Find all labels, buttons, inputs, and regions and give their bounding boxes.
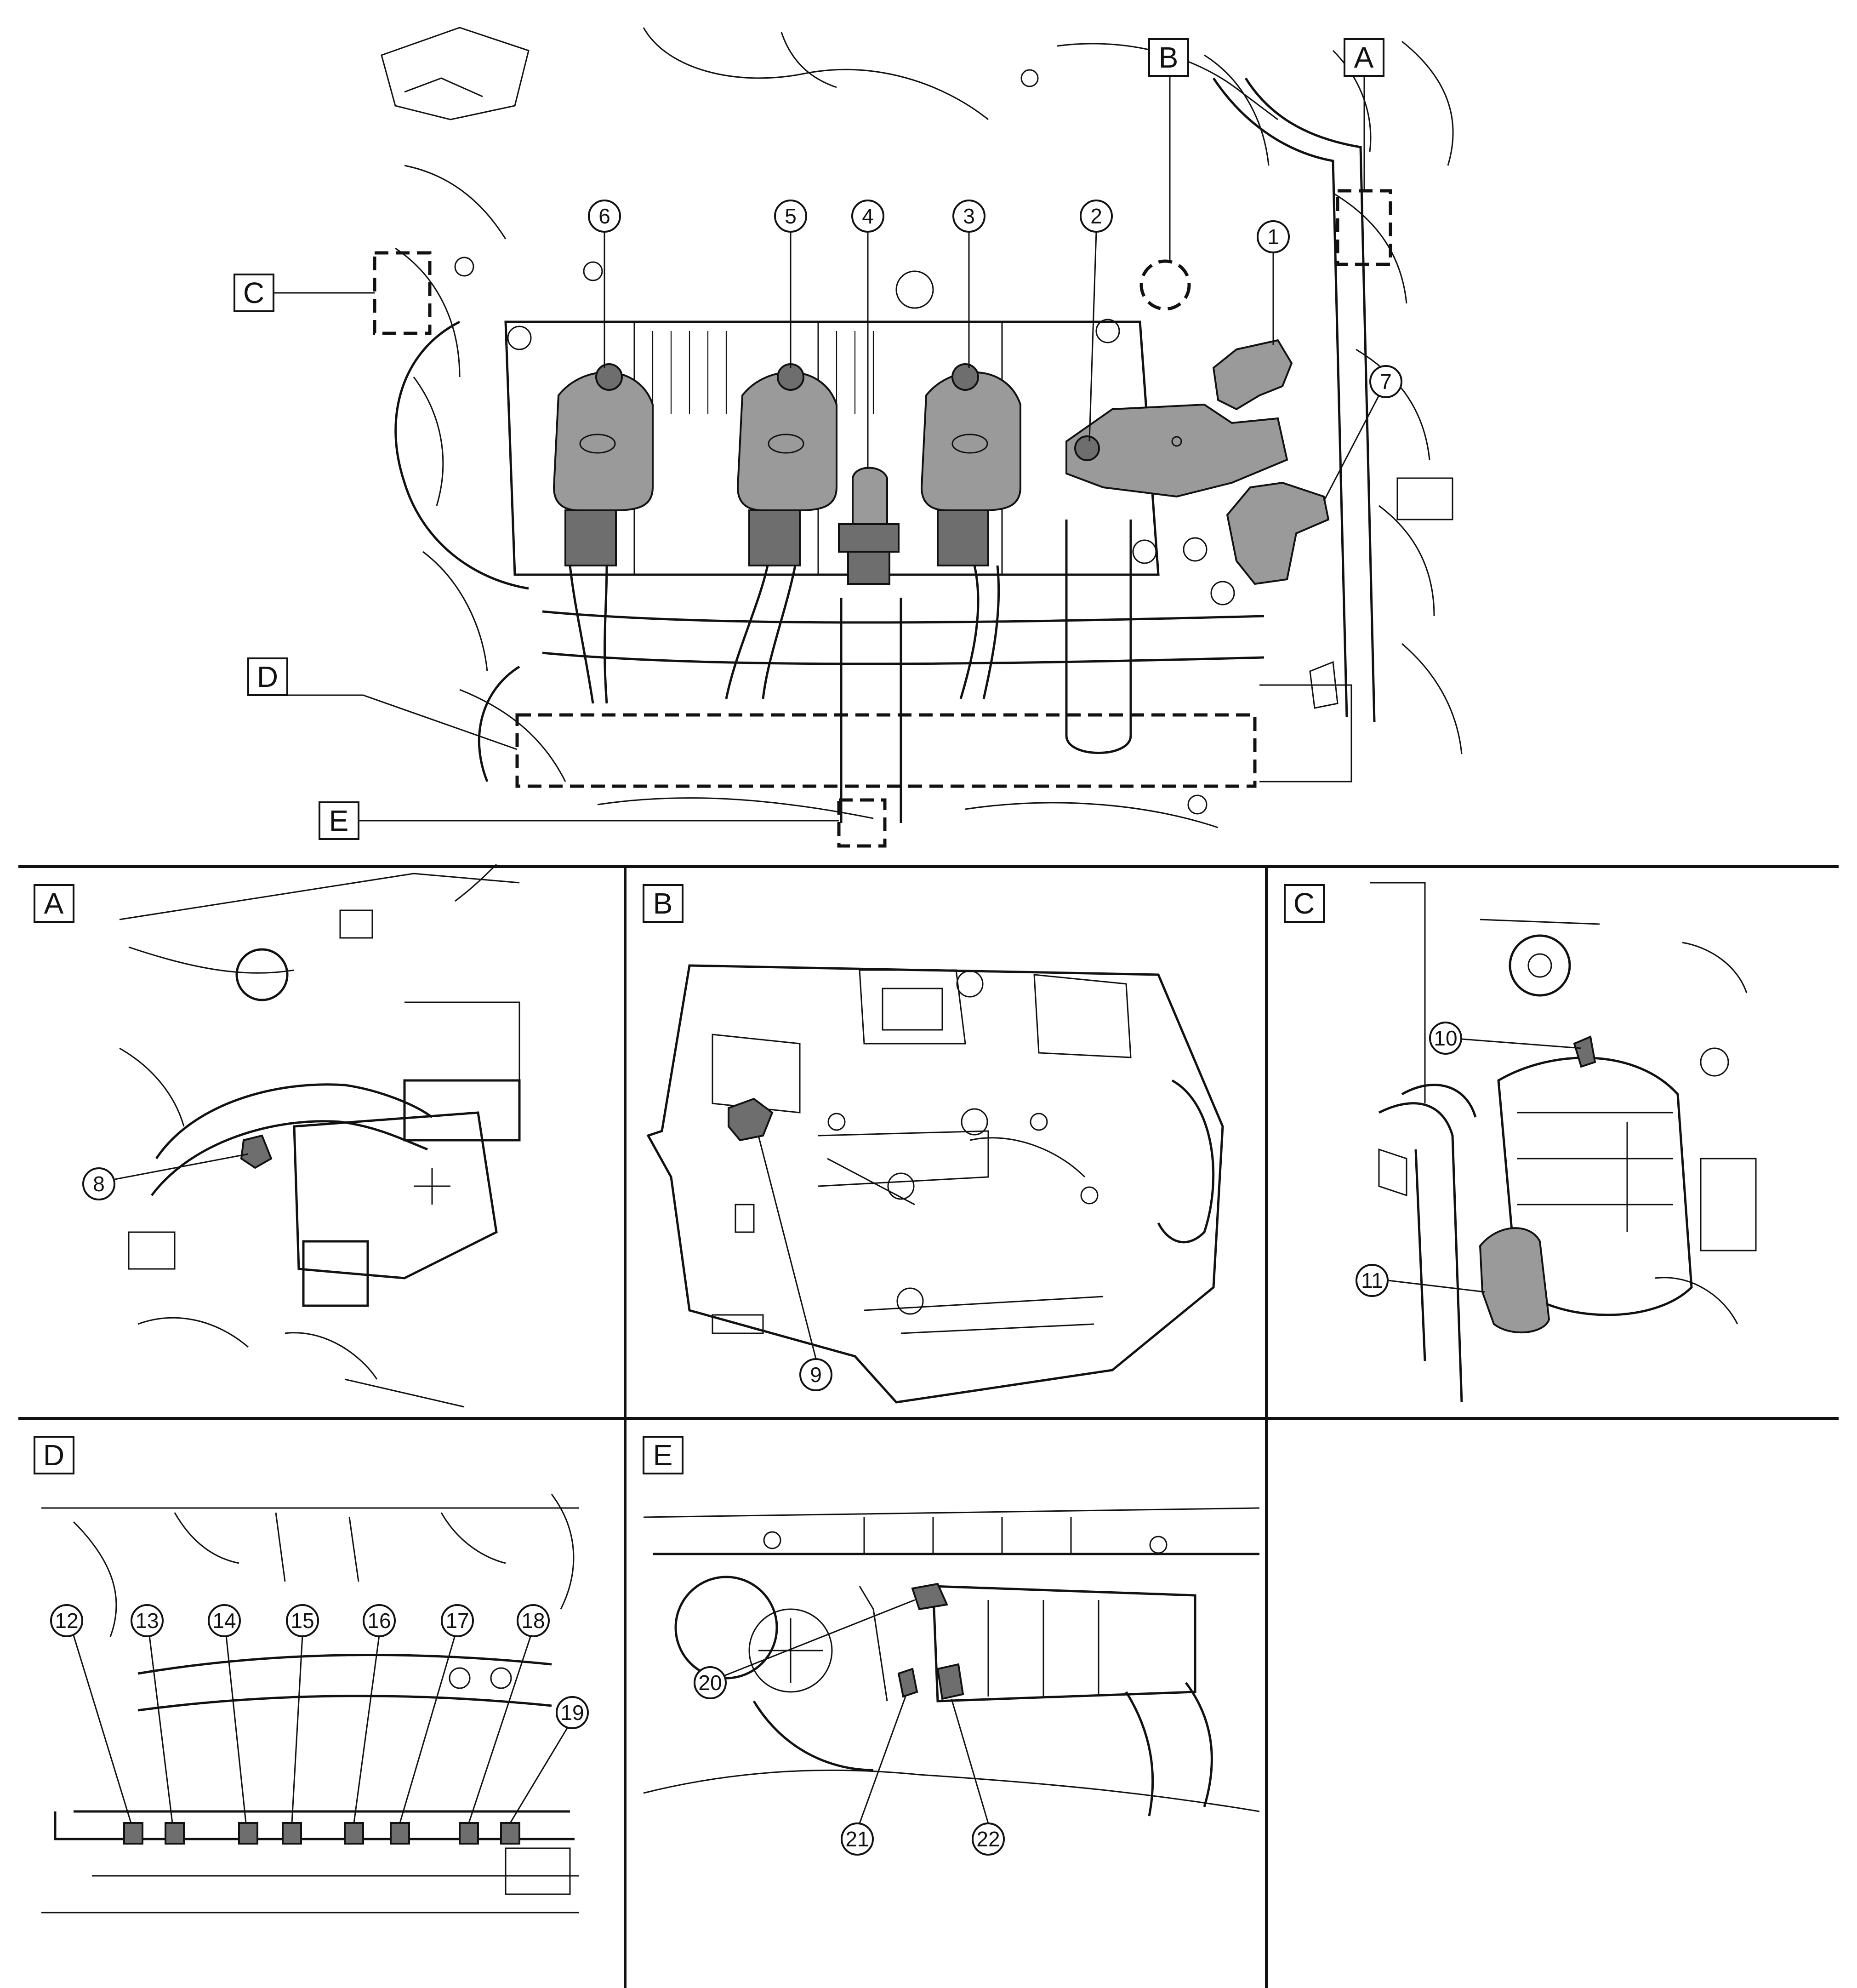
callout-14: 14 [208,1604,247,1823]
callout-5: 5 [774,200,807,368]
detail-view-b: B 9 [643,884,1224,1404]
callout-4: 4 [851,200,884,469]
svg-text:A: A [44,887,64,920]
svg-text:B: B [1159,41,1179,74]
component-1 [1212,339,1293,411]
connector-12 [123,1822,143,1845]
component-9 [728,1097,774,1142]
callout-18: 18 [468,1604,550,1823]
callout-17: 17 [399,1604,474,1823]
svg-text:15: 15 [291,1609,314,1633]
callout-7: 7 [1323,365,1402,502]
svg-text:C: C [1293,887,1315,920]
view-d-linework [41,1494,579,1914]
svg-text:7: 7 [1380,370,1392,394]
ignition-coil-5 [725,363,837,699]
view-label-b: B [1148,38,1189,262]
connector-19 [500,1822,520,1845]
svg-text:17: 17 [445,1609,469,1633]
svg-text:21: 21 [845,1827,869,1851]
svg-text:20: 20 [698,1671,722,1695]
view-c-linework [1370,882,1757,1403]
svg-text:C: C [243,276,264,309]
callout-22: 22 [951,1698,1005,1856]
svg-text:E: E [329,804,349,837]
svg-text:8: 8 [93,1172,105,1196]
svg-text:3: 3 [963,204,975,228]
connector-17 [390,1822,410,1845]
callout-1: 1 [1257,220,1290,345]
ignition-coil-3 [920,363,1021,699]
connector-18 [459,1822,479,1845]
component-21 [897,1668,918,1698]
svg-text:2: 2 [1090,204,1102,228]
connector-13 [165,1822,185,1845]
svg-text:A: A [1354,41,1374,74]
detail-view-d: D [34,1436,589,1914]
view-b-linework [646,964,1224,1404]
callout-8: 8 [82,1153,249,1200]
component-8 [240,1134,273,1169]
detail-view-a: A 8 [34,863,521,1408]
engine-background-linework [381,27,1463,828]
svg-text:14: 14 [212,1609,236,1633]
callout-12: 12 [50,1604,132,1823]
svg-text:D: D [257,660,278,693]
callout-20: 20 [694,1599,915,1699]
view-label-c: C [234,274,375,312]
callout-9: 9 [758,1135,832,1391]
detail-view-c: C 10 11 [1284,882,1757,1403]
svg-text:D: D [43,1439,64,1472]
svg-text:13: 13 [135,1609,159,1633]
svg-text:E: E [653,1439,673,1472]
svg-text:22: 22 [976,1827,1000,1851]
view-label-e: E [319,801,839,840]
callout-2: 2 [1080,200,1113,442]
svg-text:1: 1 [1267,225,1279,249]
view-e-linework [643,1507,1260,1817]
detail-view-e: E 20 21 [643,1436,1260,1856]
svg-text:16: 16 [367,1609,391,1633]
main-engine-view: A B C D E 1 2 [234,27,1463,848]
callout-6: 6 [588,200,621,368]
connector-14 [238,1822,258,1845]
svg-text:19: 19 [560,1701,584,1725]
component-7 [1226,481,1330,585]
component-11 [1479,1227,1550,1334]
detail-area-d [515,713,1257,788]
svg-text:11: 11 [1361,1268,1383,1292]
svg-text:12: 12 [55,1609,78,1633]
sensor-4 [838,467,900,585]
component-22 [936,1663,964,1700]
callout-11: 11 [1356,1264,1485,1297]
component-10 [1573,1035,1596,1068]
detail-area-e [837,798,887,848]
svg-text:4: 4 [862,204,874,228]
component-2 [1065,403,1288,498]
connector-15 [282,1822,302,1845]
ignition-coil-6 [553,363,654,704]
injector-connectors [123,1822,520,1845]
svg-text:10: 10 [1434,1026,1457,1050]
svg-text:5: 5 [785,204,797,228]
callout-21: 21 [841,1696,906,1856]
callout-15: 15 [286,1604,319,1823]
svg-text:B: B [653,887,673,920]
svg-text:18: 18 [521,1609,545,1633]
callout-3: 3 [952,200,985,368]
callout-16: 16 [353,1604,396,1823]
callout-13: 13 [131,1604,173,1823]
view-a-linework [119,863,521,1408]
view-label-d: D [247,657,518,750]
view-label-a: A [1344,38,1384,191]
connector-16 [344,1822,364,1845]
detail-area-b [1139,259,1191,311]
svg-text:9: 9 [810,1363,822,1387]
svg-text:6: 6 [598,204,610,228]
component-20 [911,1582,948,1611]
detail-area-c [373,251,432,335]
callout-19: 19 [509,1696,589,1823]
callout-10: 10 [1429,1022,1582,1055]
